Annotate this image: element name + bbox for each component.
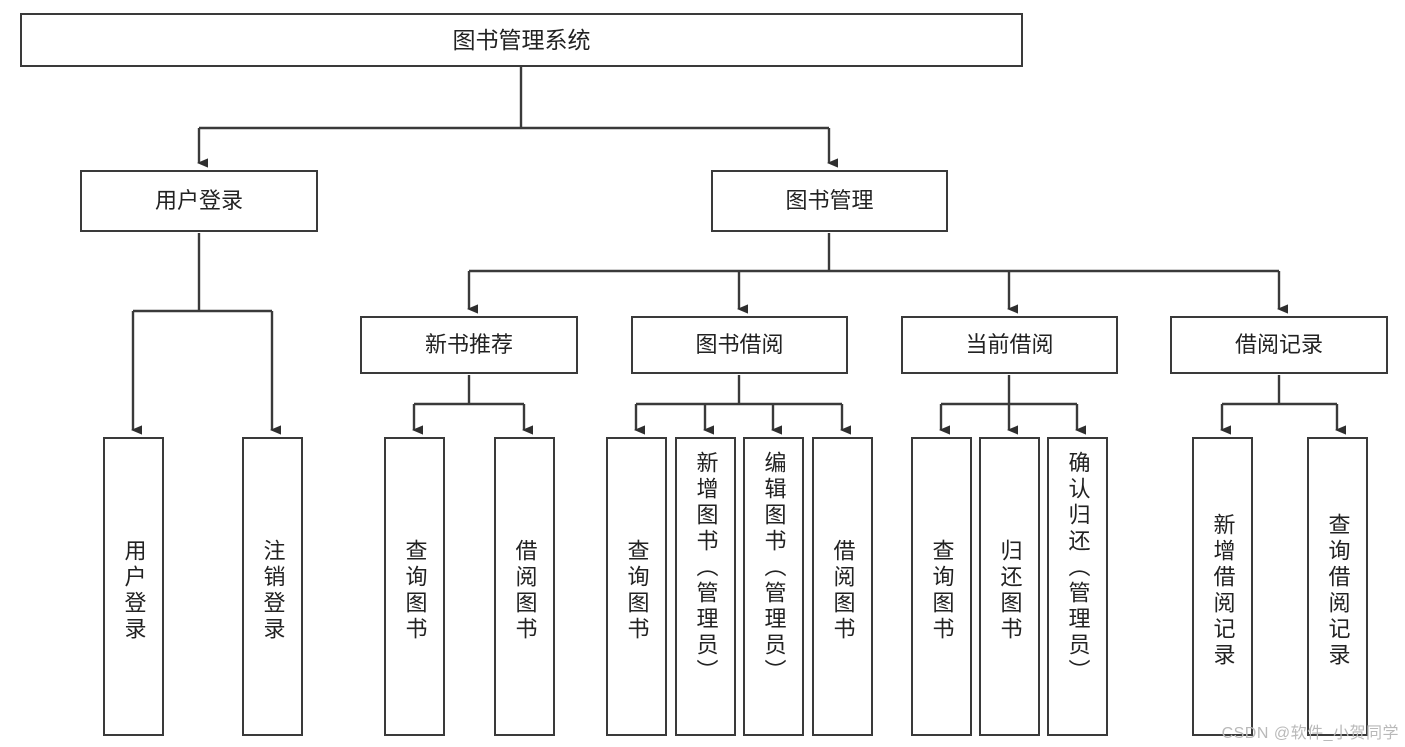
- node-label: 查询图书: [929, 538, 955, 643]
- node-label: 注销登录: [260, 538, 286, 643]
- leaf-query-book-recommend[interactable]: 查询图书: [384, 437, 445, 736]
- node-label: 当前借阅: [965, 332, 1054, 357]
- node-label: 图书借阅: [695, 332, 784, 357]
- node-root-system[interactable]: 图书管理系统: [20, 13, 1023, 67]
- leaf-logout[interactable]: 注销登录: [242, 437, 303, 736]
- leaf-user-login[interactable]: 用户登录: [103, 437, 164, 736]
- node-label: 用户登录: [121, 538, 147, 643]
- node-label: 借阅图书: [512, 538, 538, 643]
- leaf-add-borrow-record[interactable]: 新增借阅记录: [1192, 437, 1253, 736]
- leaf-query-borrow-record[interactable]: 查询借阅记录: [1307, 437, 1368, 736]
- node-label: 确认归还（管理员）: [1065, 451, 1091, 685]
- node-label: 借阅图书: [830, 538, 856, 643]
- leaf-query-book-borrow[interactable]: 查询图书: [606, 437, 667, 736]
- node-label: 新增借阅记录: [1210, 512, 1236, 669]
- leaf-borrow-book-recommend[interactable]: 借阅图书: [494, 437, 555, 736]
- node-new-book-recommend[interactable]: 新书推荐: [360, 316, 578, 374]
- node-label: 查询图书: [624, 538, 650, 643]
- node-book-borrow[interactable]: 图书借阅: [631, 316, 848, 374]
- node-label: 用户登录: [154, 188, 243, 213]
- node-label: 归还图书: [997, 538, 1023, 643]
- leaf-borrow-book[interactable]: 借阅图书: [812, 437, 873, 736]
- node-label: 查询图书: [402, 538, 428, 643]
- node-label: 图书管理: [785, 188, 874, 213]
- watermark-credit: CSDN @软件_小贺同学: [1221, 725, 1399, 742]
- node-user-login[interactable]: 用户登录: [80, 170, 318, 232]
- node-book-management[interactable]: 图书管理: [711, 170, 948, 232]
- node-label: 图书管理系统: [452, 26, 591, 53]
- node-label: 新书推荐: [424, 332, 513, 357]
- node-label: 新增图书（管理员）: [693, 451, 719, 685]
- node-current-borrow[interactable]: 当前借阅: [901, 316, 1118, 374]
- node-label: 编辑图书（管理员）: [761, 451, 787, 685]
- node-label: 查询借阅记录: [1325, 512, 1351, 669]
- leaf-confirm-return-admin[interactable]: 确认归还（管理员）: [1047, 437, 1108, 736]
- leaf-edit-book-admin[interactable]: 编辑图书（管理员）: [743, 437, 804, 736]
- node-label: 借阅记录: [1234, 332, 1323, 357]
- leaf-query-book-current[interactable]: 查询图书: [911, 437, 972, 736]
- leaf-add-book-admin[interactable]: 新增图书（管理员）: [675, 437, 736, 736]
- leaf-return-book[interactable]: 归还图书: [979, 437, 1040, 736]
- node-borrow-record[interactable]: 借阅记录: [1170, 316, 1388, 374]
